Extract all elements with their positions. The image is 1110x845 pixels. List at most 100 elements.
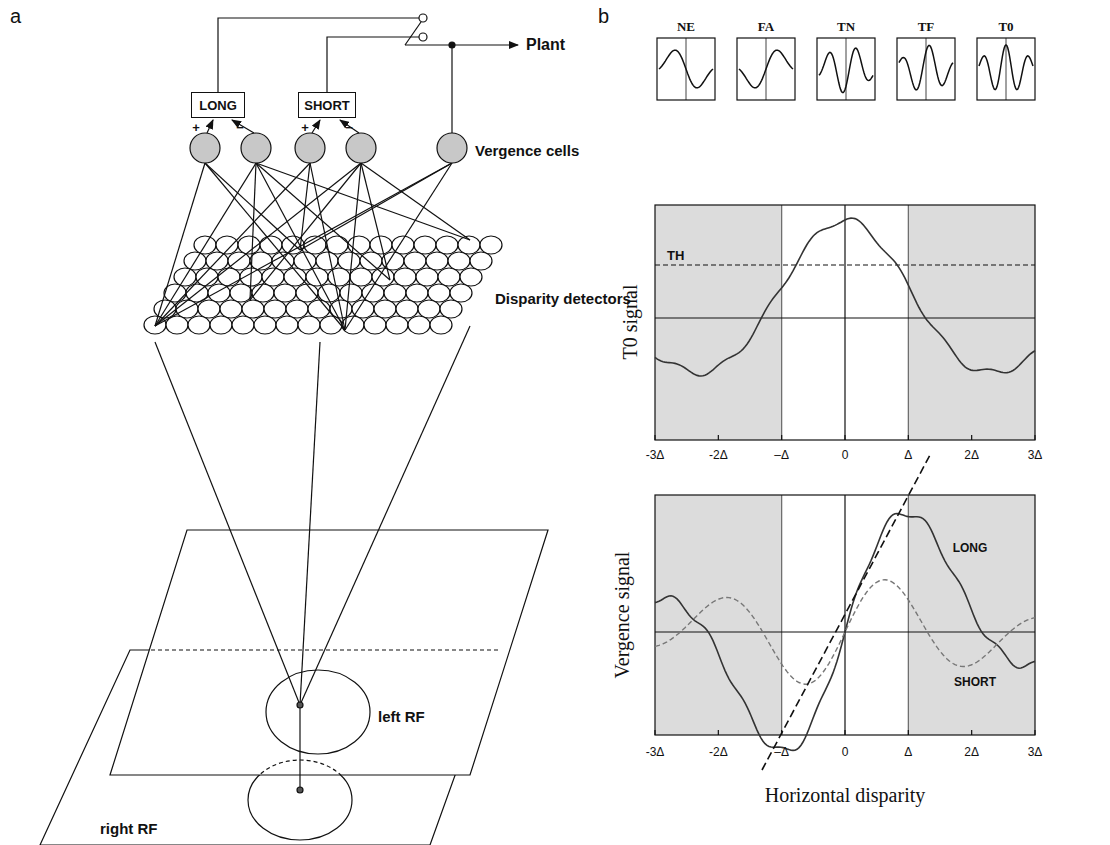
tick (844, 435, 845, 440)
disparity-detector (274, 284, 296, 302)
cell-wire (345, 163, 361, 330)
tick-label: -2Δ (709, 746, 728, 758)
rf-wire (300, 342, 320, 705)
vergence-cell (295, 133, 325, 163)
profile-curve (659, 50, 713, 88)
threshold-line (655, 264, 1035, 265)
band-edge (908, 205, 909, 440)
profile-axis (926, 38, 927, 100)
disparity-detector (406, 284, 428, 302)
excite-arrow (312, 120, 320, 133)
layer-label: Vergence cells (475, 143, 579, 158)
linear-band (782, 205, 909, 440)
cell-wire (250, 163, 256, 300)
sign: + (192, 121, 200, 134)
controller-box: LONG (191, 92, 245, 118)
tick-label: -3Δ (646, 449, 665, 461)
profile-axis (846, 38, 847, 100)
tick (908, 435, 909, 440)
disparity-detector (298, 316, 320, 334)
filter-name: NE (677, 20, 695, 33)
hidden-edge (130, 649, 500, 650)
zero-line (844, 205, 845, 440)
disparity-detector (348, 236, 370, 254)
rf-wire (299, 705, 300, 790)
tick (1034, 730, 1035, 735)
profile-curve (819, 48, 873, 92)
disparity-detector (228, 252, 250, 270)
disparity-detector (450, 284, 472, 302)
disparity-detector (350, 268, 372, 286)
tick-label: 0 (842, 449, 849, 461)
tick-label: Δ (904, 746, 912, 758)
t0-curve (655, 218, 1035, 376)
left-rf-ellipse (266, 670, 370, 754)
band-edge (781, 495, 782, 735)
cell-wire (300, 163, 452, 250)
cell-wire (155, 163, 205, 326)
vergence-cell (241, 133, 271, 163)
profile-box (737, 38, 795, 100)
disparity-detector (470, 252, 492, 270)
cell-wire (310, 163, 345, 330)
disparity-detector (340, 284, 362, 302)
box-label: LONG (199, 98, 237, 113)
axis-title: Vergence signal (612, 552, 632, 679)
profile-curve (899, 46, 953, 90)
profile-axis (1006, 38, 1007, 100)
disparity-detector (218, 268, 240, 286)
linear-fit (762, 455, 930, 770)
left-plane (110, 530, 548, 775)
tick (781, 435, 782, 440)
tick-label: 2Δ (964, 449, 979, 461)
axis-title: Horizontal disparity (765, 785, 926, 805)
disparity-detector (384, 284, 406, 302)
controller-box: SHORT (298, 92, 356, 118)
disparity-detector (408, 316, 430, 334)
switch-blade (405, 22, 421, 45)
zero-line (655, 317, 1035, 318)
hidden-edge (40, 650, 130, 845)
profile-box (817, 38, 875, 100)
profile-curve (979, 45, 1033, 90)
disparity-detector (210, 316, 232, 334)
filter-name: FA (758, 20, 774, 33)
curve-label: SHORT (952, 675, 998, 689)
switch-wire (218, 18, 419, 92)
disparity-detector (264, 300, 286, 318)
disparity-detector (460, 268, 482, 286)
disparity-detector (242, 300, 264, 318)
disparity-detector (198, 300, 220, 318)
filter-name: TF (918, 20, 935, 33)
plant-label: Plant (526, 37, 565, 53)
disparity-detector (216, 236, 238, 254)
short-curve (655, 580, 1035, 684)
axis-title: T0 signal (620, 285, 640, 360)
inhibit-arrow (232, 120, 254, 133)
cell-wire (155, 163, 361, 326)
disparity-detector (394, 268, 416, 286)
vergence-cell (346, 133, 376, 163)
vergence-cell (190, 133, 220, 163)
plot-frame (655, 205, 1035, 440)
hidden-edges (40, 650, 500, 845)
tick (718, 730, 719, 735)
cell-wire (256, 163, 390, 280)
disparity-detector (188, 316, 210, 334)
panel-letter: b (598, 6, 609, 26)
rf-wire (155, 342, 300, 705)
cell-wire (155, 163, 452, 326)
rf-label: right RF (100, 821, 158, 836)
sign: − (345, 121, 353, 134)
rf-wire (300, 326, 470, 705)
cell-wire (155, 163, 310, 326)
disparity-detector (374, 300, 396, 318)
disparity-detector (430, 316, 452, 334)
tick-label: 2Δ (964, 746, 979, 758)
tick (971, 435, 972, 440)
rf-label: left RF (378, 709, 425, 724)
tick (1034, 435, 1035, 440)
profile-box (897, 38, 955, 100)
